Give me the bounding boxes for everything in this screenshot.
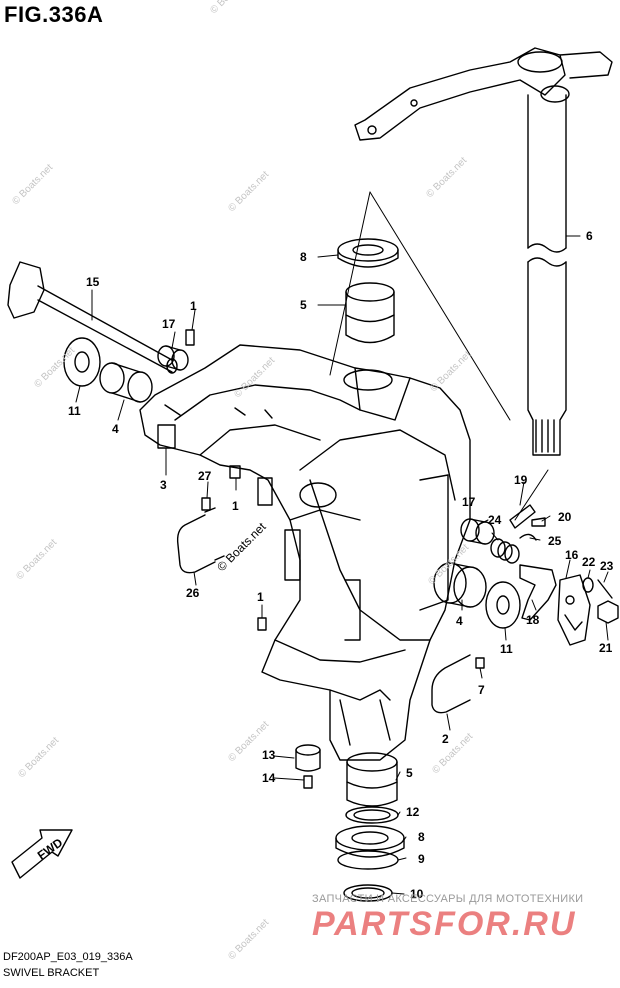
swivel-bracket-body (139, 344, 471, 761)
bolt-20 (531, 517, 546, 527)
grease-nipple-1 (229, 465, 241, 479)
callout-17-right: 17 (462, 495, 476, 509)
washer-11-left (63, 337, 101, 387)
callout-17-left: 17 (162, 317, 176, 331)
svg-text:© Boats.net: © Boats.net (208, 0, 253, 16)
callout-1-low: 1 (257, 590, 264, 604)
tilt-lock-lever (519, 564, 591, 646)
callout-18: 18 (526, 613, 540, 627)
washer-8-top (337, 238, 399, 268)
bushing-4-right (433, 562, 487, 608)
callout-11-left: 11 (68, 404, 81, 418)
washer-11-right (485, 581, 521, 629)
callout-15: 15 (86, 275, 100, 289)
figure-code: DF200AP_E03_019_336A (3, 951, 133, 963)
bushing-5-bottom (346, 752, 398, 807)
seal-12 (345, 806, 399, 824)
brand-logo: PARTSFOR.RU (312, 905, 577, 943)
callout-6: 6 (586, 229, 593, 243)
screw-27 (201, 497, 211, 511)
svg-text:© Boats.net: © Boats.net (424, 155, 469, 200)
svg-text:© Boats.net: © Boats.net (226, 169, 271, 214)
callout-1-mid: 1 (232, 499, 239, 513)
callout-24: 24 (488, 513, 502, 527)
callout-7: 7 (478, 683, 485, 697)
svg-text:© Boats.net: © Boats.net (232, 355, 277, 400)
callout-22: 22 (582, 555, 596, 569)
svg-text:© Boats.net: © Boats.net (14, 537, 59, 582)
callout-5-top: 5 (300, 298, 307, 312)
callout-23: 23 (600, 559, 614, 573)
callout-10: 10 (410, 887, 424, 901)
callout-5-bottom: 5 (406, 766, 413, 780)
figure-name: SWIVEL BRACKET (3, 967, 100, 979)
bushing-5-top (345, 282, 395, 344)
svg-text:© Boats.net: © Boats.net (214, 519, 269, 574)
bolt-14 (303, 775, 313, 789)
callouts: 8 5 6 15 1 17 11 4 3 27 1 26 1 4 11 7 2 … (68, 229, 614, 901)
callout-4-right: 4 (456, 614, 463, 628)
washer-8-bottom (335, 825, 405, 858)
svg-text:© Boats.net: © Boats.net (426, 542, 471, 587)
grease-nipple-1b (257, 617, 267, 631)
callout-16: 16 (565, 548, 579, 562)
ring-9 (337, 850, 399, 870)
svg-text:© Boats.net: © Boats.net (226, 917, 271, 962)
bushing-4-left (99, 362, 153, 403)
steering-arm (354, 47, 613, 141)
svg-text:© Boats.net: © Boats.net (32, 345, 77, 390)
svg-text:© Boats.net: © Boats.net (16, 735, 61, 780)
svg-text:© Boats.net: © Boats.net (430, 731, 475, 776)
callout-3: 3 (160, 478, 167, 492)
callout-26: 26 (186, 586, 200, 600)
callout-12: 12 (406, 805, 420, 819)
brand-subtitle: ЗАПЧАСТИ И АКСЕССУАРЫ ДЛЯ МОТОТЕХНИКИ (312, 893, 584, 905)
callout-2: 2 (442, 732, 449, 746)
spring-24 (490, 538, 520, 564)
callout-25: 25 (548, 534, 562, 548)
steering-shaft (527, 94, 567, 456)
callout-19: 19 (514, 473, 528, 487)
cap-13 (295, 744, 321, 772)
callout-21: 21 (599, 641, 613, 655)
ground-wire-2 (431, 654, 471, 714)
pin-23 (597, 579, 613, 599)
svg-text:© Boats.net: © Boats.net (10, 162, 55, 207)
fwd-arrow-icon: FWD (11, 829, 73, 879)
callout-8-top: 8 (300, 250, 307, 264)
callout-9: 9 (418, 852, 425, 866)
callout-1-top: 1 (190, 299, 197, 313)
nut-21 (597, 600, 619, 624)
callout-14: 14 (262, 771, 276, 785)
callout-13: 13 (262, 748, 276, 762)
washer-22 (582, 577, 594, 593)
bolt-7 (475, 657, 485, 669)
figure-title: FIG.336A (4, 2, 104, 27)
svg-text:© Boats.net: © Boats.net (428, 349, 473, 394)
callout-27: 27 (198, 469, 212, 483)
tilt-pin-15 (7, 261, 178, 374)
bushing-17-left (157, 345, 189, 371)
lock-19 (509, 504, 536, 529)
callout-8-bottom: 8 (418, 830, 425, 844)
callout-11-right: 11 (500, 642, 513, 656)
callout-4-left: 4 (112, 422, 119, 436)
callout-20: 20 (558, 510, 572, 524)
